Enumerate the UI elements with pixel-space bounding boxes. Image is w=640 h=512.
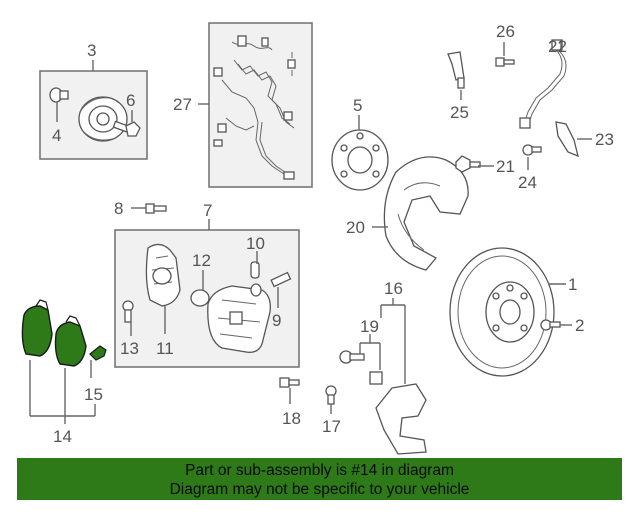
piston-seal-part xyxy=(190,289,210,307)
callout-27: 27 xyxy=(173,95,192,114)
callout-11: 11 xyxy=(156,339,174,358)
pad-clip-part xyxy=(89,345,107,361)
bracket-bolt-24-part xyxy=(522,144,542,156)
callout-3: 3 xyxy=(87,41,96,60)
brake-pad-left-part xyxy=(21,299,53,357)
hub-stud-part xyxy=(49,87,69,103)
callout-20: 20 xyxy=(346,218,365,237)
caliper-body-part xyxy=(145,243,181,307)
callout-6: 6 xyxy=(126,91,135,110)
wiring-harness-part xyxy=(213,35,296,180)
callout-10: 10 xyxy=(246,234,265,253)
callout-12: 12 xyxy=(192,251,211,270)
brake-disc-part xyxy=(449,247,555,377)
splash-shield-part xyxy=(383,156,469,271)
callout-23: 23 xyxy=(595,130,614,149)
carrier-bolt-17-part xyxy=(325,385,337,405)
dust-cap-part xyxy=(250,261,262,297)
brake-pad-right-part xyxy=(54,315,87,367)
callout-24: 24 xyxy=(518,173,537,192)
hub-bolt-part xyxy=(112,120,141,137)
callout-21: 21 xyxy=(496,157,515,176)
callout-22: 22 xyxy=(548,37,567,56)
callout-16: 16 xyxy=(384,279,403,298)
hose-bracket-23-part xyxy=(555,121,579,158)
callout-19: 19 xyxy=(360,317,379,336)
callout-15: 15 xyxy=(84,385,103,404)
callout-13: 13 xyxy=(120,339,139,358)
callout-26: 26 xyxy=(496,22,515,41)
abs-sensor-25-part xyxy=(447,51,465,89)
bleeder-screw-part xyxy=(270,271,292,288)
carrier-bolt-18-part xyxy=(279,377,300,388)
callout-4: 4 xyxy=(52,126,61,145)
info-banner: Part or sub-assembly is #14 in diagram D… xyxy=(17,458,622,500)
callout-1: 1 xyxy=(568,275,577,294)
callout-5: 5 xyxy=(353,96,362,115)
brake-hose-22-part xyxy=(519,39,567,129)
guide-pin-19-part xyxy=(339,350,383,385)
caliper-carrier-part xyxy=(207,285,271,353)
carrier-bracket-16-part xyxy=(375,383,427,455)
callout-14: 14 xyxy=(53,427,72,446)
hub-flange-5-part xyxy=(331,129,389,191)
caliper-bolt-8-part xyxy=(145,203,167,214)
sensor-bolt-26-part xyxy=(495,57,515,67)
callout-2: 2 xyxy=(575,316,584,335)
callout-9: 9 xyxy=(272,311,281,330)
disc-screw-2-part xyxy=(540,319,561,331)
wiring-harness-box xyxy=(208,22,313,188)
callout-8: 8 xyxy=(114,199,123,218)
callout-17: 17 xyxy=(322,417,341,436)
banner-line-2: Diagram may not be specific to your vehi… xyxy=(169,481,470,498)
hub-bearing-part xyxy=(78,96,128,142)
banner-line-1: Part or sub-assembly is #14 in diagram xyxy=(185,462,454,479)
shield-bolt-21-part xyxy=(455,155,481,173)
callout-18: 18 xyxy=(282,409,301,428)
guide-bolt-part xyxy=(122,300,134,323)
callout-25: 25 xyxy=(450,103,469,122)
callout-7: 7 xyxy=(203,201,212,220)
